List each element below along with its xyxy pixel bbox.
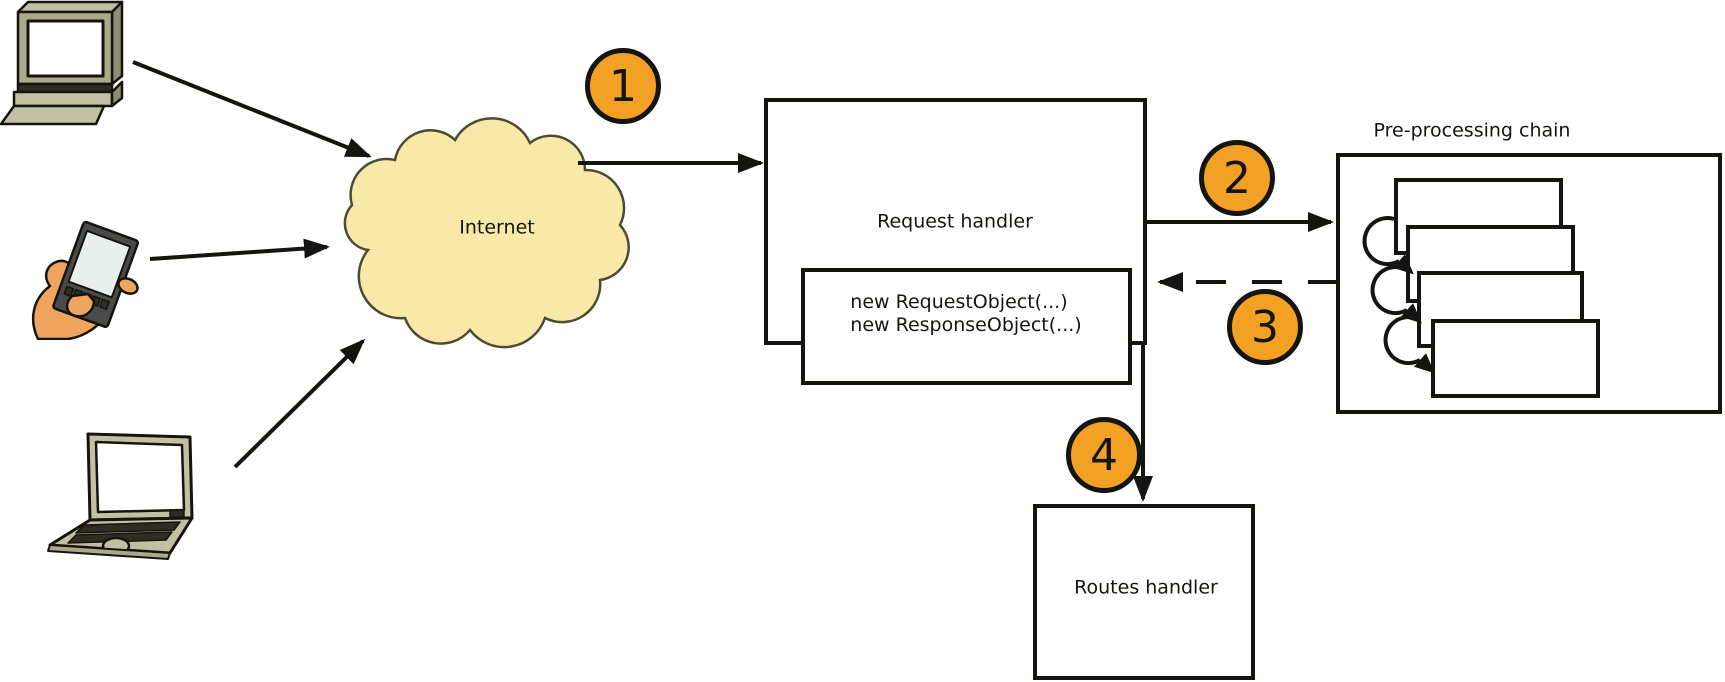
desktop-keyboard — [0, 104, 106, 126]
desktop-side-face — [110, 0, 124, 86]
request-handler-label: Request handler — [877, 210, 1033, 233]
code-line-2: new ResponseObject(...) — [850, 314, 1082, 336]
routes-handler-label: Routes handler — [1074, 576, 1218, 599]
code-line-1: new RequestObject(...) — [850, 291, 1068, 313]
arrow-desktop-to-cloud — [132, 60, 372, 158]
laptop-keyboard-rows — [67, 521, 181, 544]
routes-handler-box — [1033, 504, 1255, 680]
arrow-phone-to-cloud — [149, 238, 330, 261]
laptop-screen — [94, 440, 186, 514]
internet-label: Internet — [459, 216, 535, 239]
desktop-base — [12, 90, 114, 108]
laptop-hinge-notch — [169, 509, 185, 518]
step-number: 1 — [609, 60, 637, 112]
preprocessing-chain-box — [1336, 153, 1722, 414]
chain-item-4 — [1431, 319, 1600, 398]
step-badge-2: 2 — [1199, 140, 1275, 216]
step-badge-3: 3 — [1227, 289, 1303, 365]
desktop-screen — [26, 19, 105, 78]
code-snippet-box — [801, 268, 1132, 385]
desktop-computer-icon — [0, 0, 124, 126]
finger-over-phone — [65, 292, 96, 318]
laptop-icon — [47, 432, 194, 560]
step-badge-4: 4 — [1066, 417, 1142, 493]
arrow-laptop-to-cloud — [233, 338, 366, 469]
hand-with-mobile-phone-icon — [31, 220, 140, 340]
step-badge-1: 1 — [585, 48, 661, 124]
desktop-base-side — [110, 80, 124, 108]
code-snippet-text: new RequestObject(...) new ResponseObjec… — [850, 291, 1081, 337]
fingertip — [117, 277, 139, 295]
desktop-top-face — [16, 0, 124, 14]
step-number: 2 — [1223, 152, 1251, 204]
preprocessing-chain-label: Pre-processing chain — [1373, 119, 1571, 142]
phone-screen — [67, 229, 132, 299]
laptop-front-edge — [47, 544, 171, 560]
step-number: 4 — [1090, 429, 1118, 481]
step-number: 3 — [1251, 301, 1279, 353]
